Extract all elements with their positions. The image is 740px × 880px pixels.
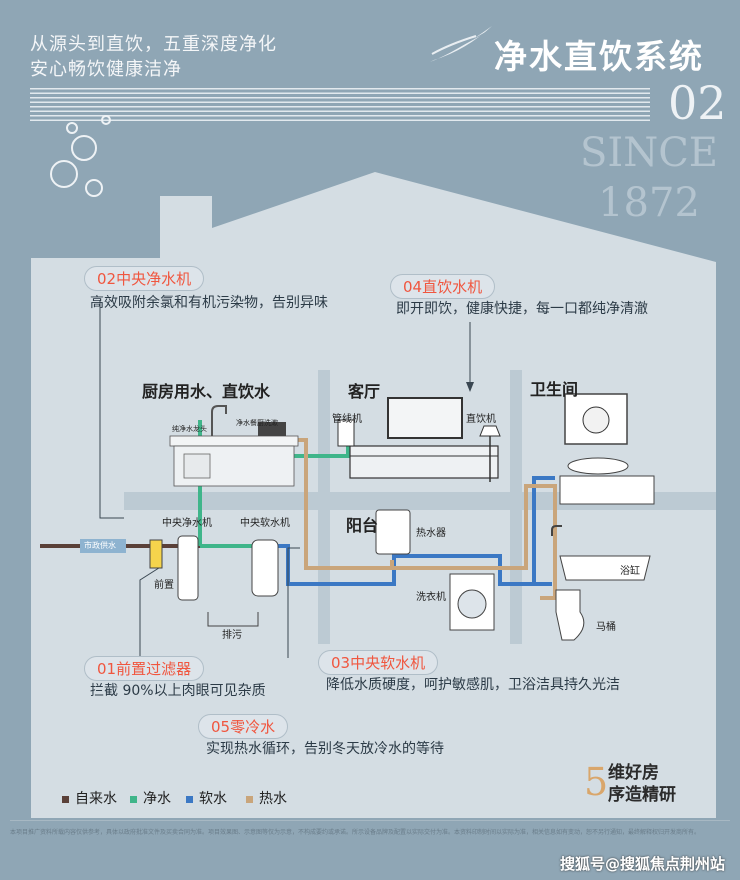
decor-stripes [30, 88, 650, 124]
label-central-purifier: 中央净水机 [162, 518, 212, 529]
room-living: 客厅 [348, 382, 381, 401]
since-word: SINCE [580, 130, 719, 176]
callout-05-text: 实现热水循环，告别冬天放冷水的等待 [206, 741, 444, 757]
label-water-heater: 热水器 [416, 528, 446, 539]
legend-swatch-hot [246, 795, 253, 803]
legend-hot-water: 热水 [246, 788, 287, 808]
central-purifier-shape [177, 535, 199, 601]
label-prefilter: 前置 [154, 580, 174, 591]
central-softener-shape [251, 539, 279, 597]
callout-04-text: 即开即饮，健康快捷，每一口都纯净清澈 [396, 301, 648, 317]
intro-line-2: 安心畅饮健康洁净 [30, 59, 182, 80]
room-bathroom: 卫生间 [530, 380, 579, 399]
brand-text: 维好房 序造精研 [608, 762, 676, 806]
room-balcony: 阳台 [346, 516, 379, 535]
legend-soft-water: 软水 [186, 788, 227, 808]
legend-swatch-pure [130, 795, 137, 803]
callout-05-title: 05零冷水 [198, 714, 289, 739]
label-pure-tap: 纯净水龙头 [172, 425, 207, 433]
callout-02-title: 02中央净水机 [84, 266, 205, 291]
kitchen-counter [169, 405, 299, 487]
since-badge: SINCE 1872 [580, 128, 718, 228]
prefilter-shape [149, 539, 163, 569]
callout-02-text: 高效吸附余氯和有机污染物，告别异味 [90, 295, 328, 311]
brand-mark: 5 [584, 760, 609, 804]
legend-pure-water: 净水 [130, 788, 171, 808]
callout-04-title: 04直饮水机 [390, 274, 496, 299]
label-wash-water: 净水餐厨洗漱 [236, 419, 278, 427]
label-drain: 排污 [222, 630, 242, 641]
washer-shape [449, 573, 495, 631]
legend-tap-water: 自来水 [62, 788, 117, 808]
label-central-softener: 中央软水机 [240, 518, 290, 529]
label-direct-drinker: 直饮机 [466, 414, 496, 425]
callout-03-text: 降低水质硬度，呵护敏感肌，卫浴洁具持久光洁 [326, 677, 620, 693]
feather-icon [430, 26, 492, 62]
legend-swatch-tap [62, 795, 69, 803]
footer-divider [10, 820, 730, 821]
label-pipe-machine: 管线机 [332, 414, 362, 425]
brand-line-1: 维好房 [608, 763, 659, 783]
room-kitchen: 厨房用水、直饮水 [142, 382, 271, 401]
section-number: 02 [668, 76, 727, 130]
brand-line-2: 序造精研 [608, 785, 676, 805]
callout-01-text: 拦截 90%以上肉眼可见杂质 [90, 683, 266, 699]
callout-01-title: 01前置过滤器 [84, 656, 205, 681]
callout-03-title: 03中央软水机 [318, 650, 439, 675]
page-title: 净水直饮系统 [494, 37, 704, 76]
label-washer: 洗衣机 [416, 592, 446, 603]
watermark: 搜狐号@搜狐焦点荆州站 [560, 855, 726, 873]
intro-line-1: 从源头到直饮，五重深度净化 [30, 34, 277, 55]
since-year: 1872 [598, 180, 700, 226]
bubbles-decor [50, 115, 111, 197]
living-furniture [337, 397, 501, 482]
legend-swatch-soft [186, 795, 193, 803]
city-water-tag [80, 539, 126, 553]
water-heater-shape [375, 509, 411, 555]
label-city-water: 市政供水 [84, 541, 116, 550]
label-bathtub: 浴缸 [620, 566, 640, 577]
bathroom-fixtures [551, 393, 655, 641]
footer-disclaimer: 本项目推广资料所载内容仅供参考，具体以政府批准文件及买卖合同为准。项目效果图、示… [10, 829, 701, 836]
label-toilet: 马桶 [596, 622, 616, 633]
intro-text: 从源头到直饮，五重深度净化 安心畅饮健康洁净 [30, 32, 277, 82]
